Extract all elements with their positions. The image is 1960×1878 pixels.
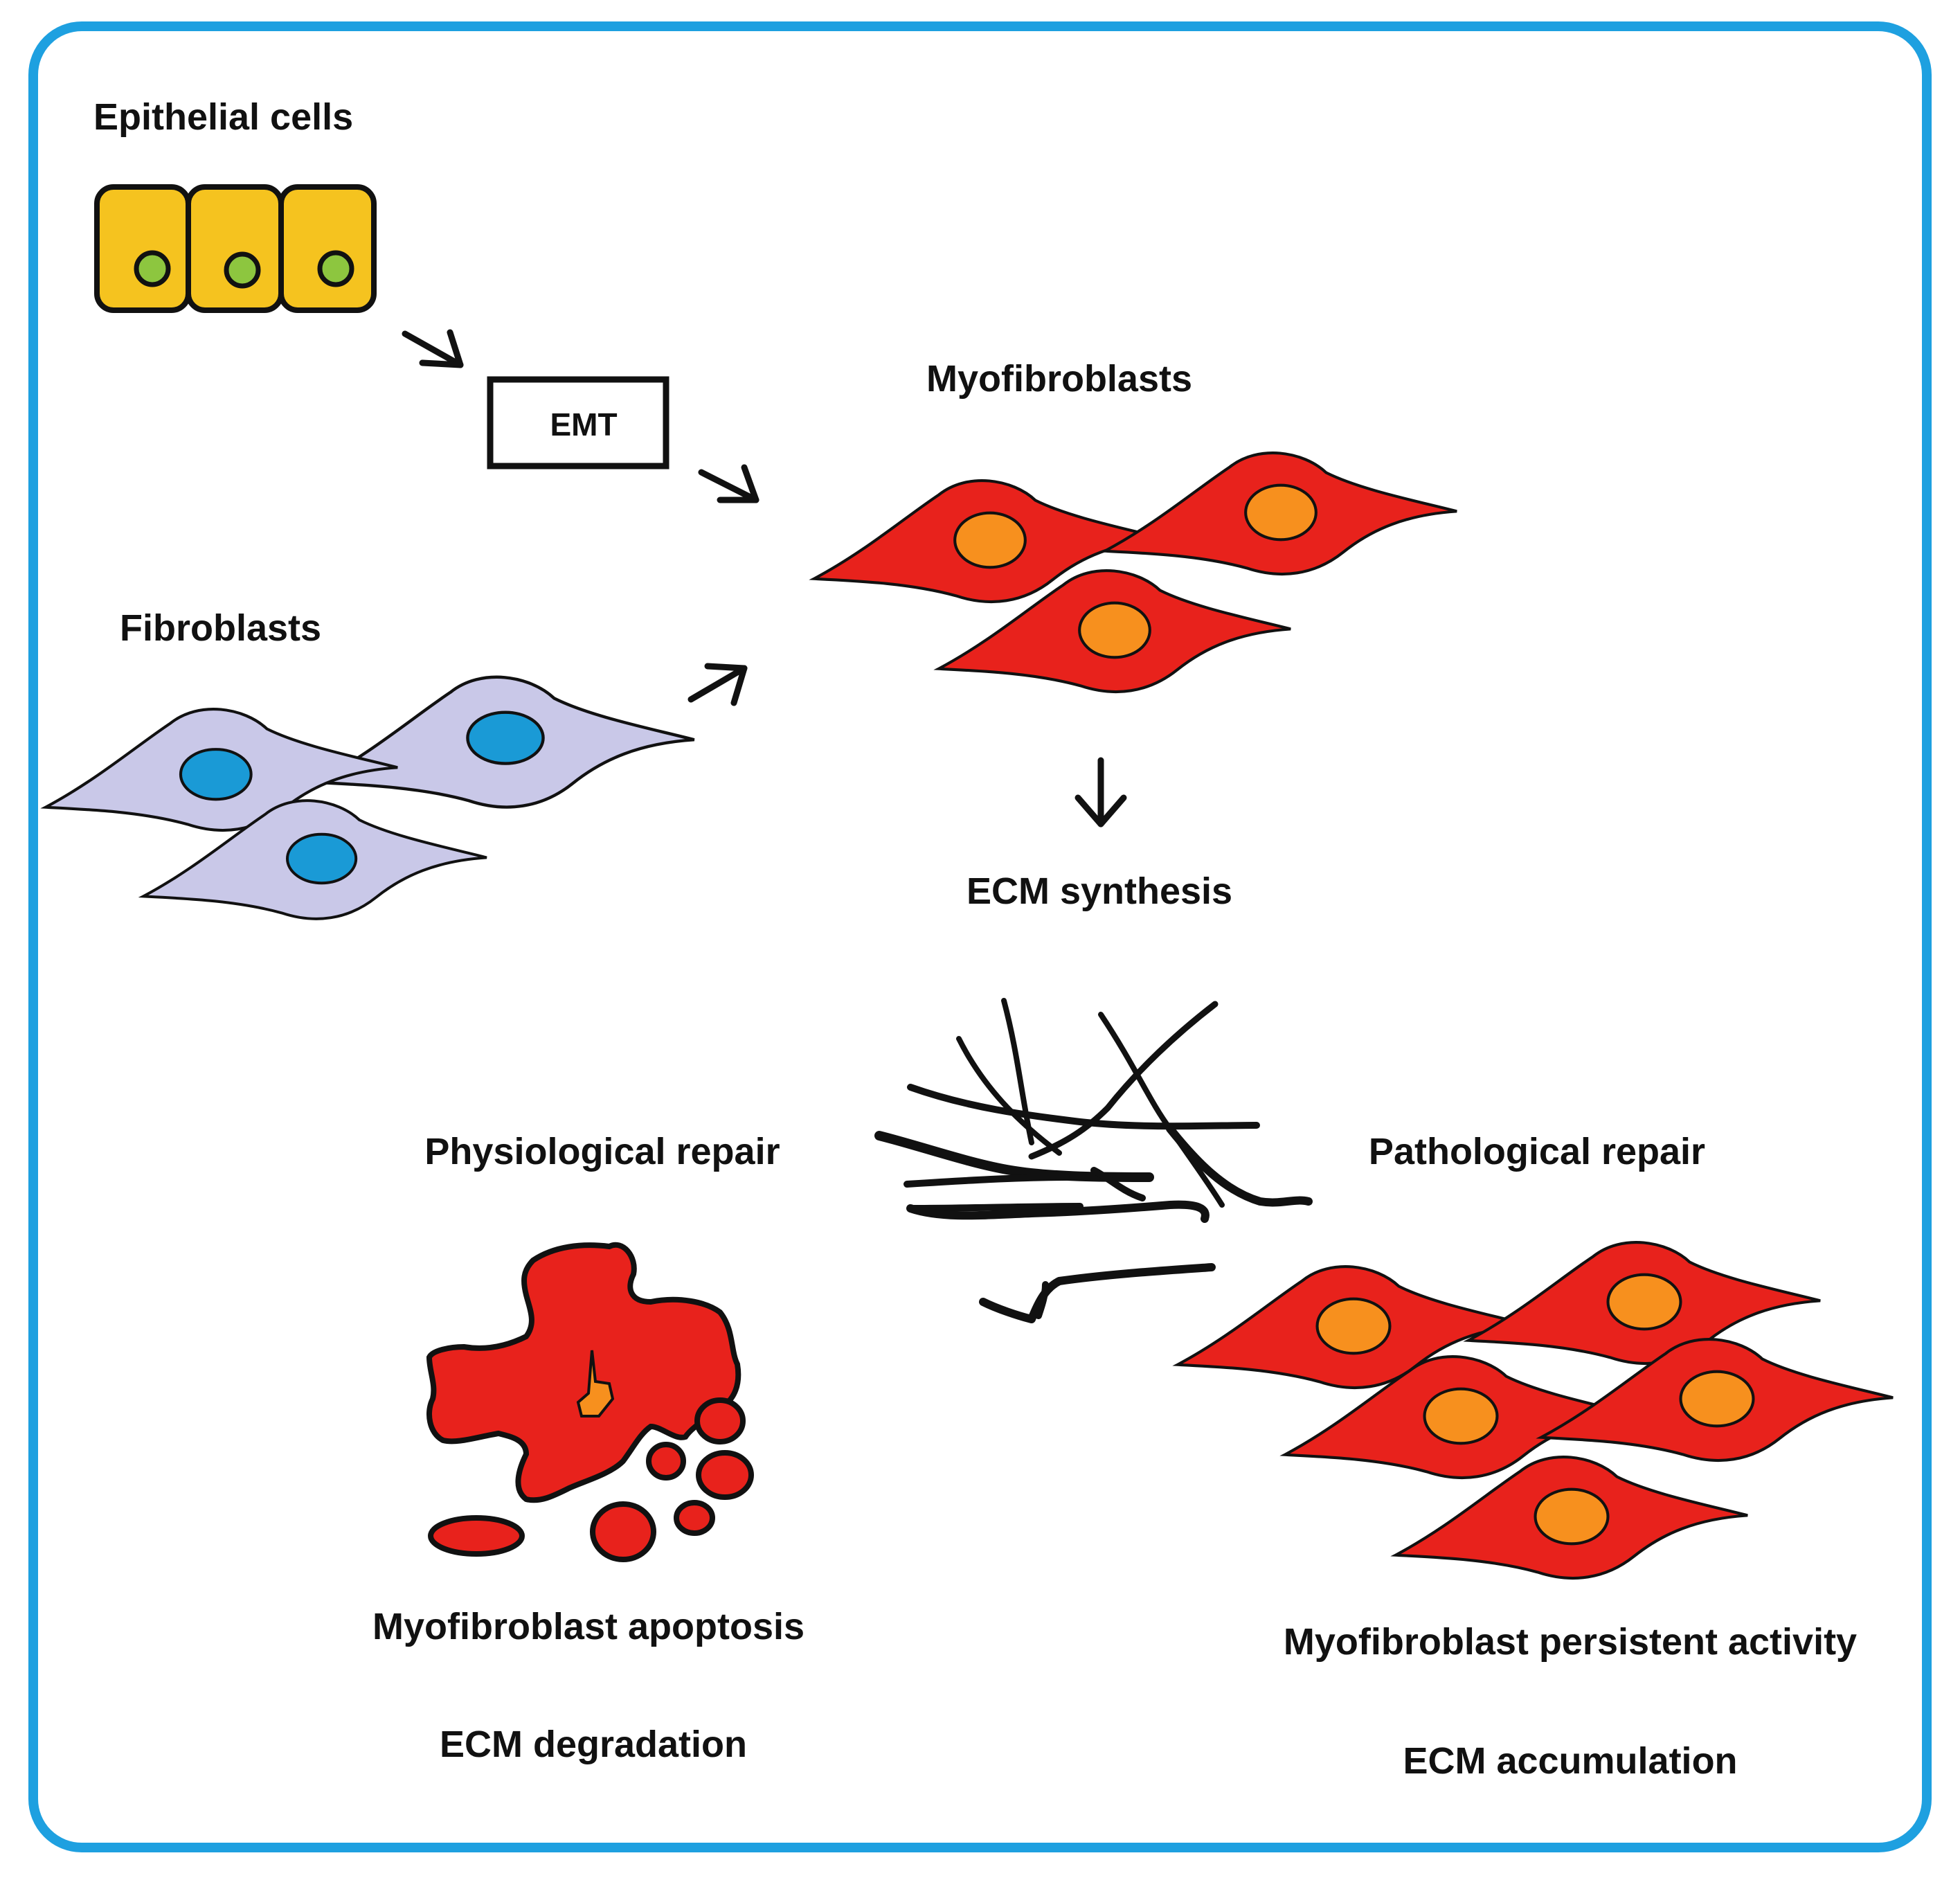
myofibroblast-cell <box>1105 453 1457 574</box>
apoptotic-myofibroblast <box>426 1242 754 1562</box>
myofibroblast-cell <box>1178 1267 1529 1388</box>
myofibroblast-cell <box>1285 1357 1637 1478</box>
myofibroblast-nucleus <box>1315 1297 1392 1355</box>
epithelial-cell <box>94 184 191 313</box>
fibroblast-cell <box>316 677 694 807</box>
epithelial-nucleus <box>224 251 261 289</box>
myofibroblast-nucleus <box>1078 601 1151 659</box>
myofibroblast-cell <box>814 481 1166 602</box>
label-ecm-degradation: ECM degradation <box>439 1724 748 1765</box>
myofibroblast-cell <box>1468 1242 1820 1363</box>
apoptotic-body <box>590 1501 656 1562</box>
myofibroblast-nucleus <box>953 511 1027 569</box>
epithelial-nucleus <box>134 250 171 287</box>
myofibroblast-nucleus <box>1679 1370 1755 1428</box>
epithelial-cell <box>278 184 377 313</box>
myofibroblasts-group <box>814 453 1457 692</box>
label-emt: EMT <box>550 406 618 442</box>
myofibroblast-cell <box>1541 1339 1893 1460</box>
apoptotic-body <box>428 1515 525 1557</box>
label-fibroblasts: Fibroblasts <box>120 607 322 649</box>
persistent-myofibroblasts-group <box>1178 1242 1893 1578</box>
epithelial-cell <box>186 184 284 313</box>
myofibroblast-nucleus <box>1423 1387 1499 1445</box>
apoptotic-body <box>696 1450 754 1500</box>
fibroblast-cell <box>46 709 397 830</box>
label-myofibroblast-persistent-activity: Myofibroblast persistent activity <box>1283 1621 1858 1663</box>
label-ecm-synthesis: ECM synthesis <box>966 870 1233 912</box>
emt-box <box>487 376 669 470</box>
fibroblast-cell <box>143 801 487 919</box>
epithelial-nucleus <box>317 250 354 287</box>
arrow-icon <box>1075 757 1127 828</box>
myofibroblast-cell <box>939 571 1291 692</box>
label-myofibroblast-apoptosis: Myofibroblast apoptosis <box>372 1606 805 1647</box>
fibroblast-nucleus <box>179 748 253 801</box>
epithelial-cells-group <box>94 184 377 313</box>
label-ecm-accumulation: ECM accumulation <box>1403 1740 1738 1782</box>
apoptotic-body <box>694 1397 746 1445</box>
myofibroblast-cell <box>1396 1457 1747 1578</box>
label-physiological-repair: Physiological repair <box>424 1131 780 1172</box>
arrow-icon <box>687 663 748 706</box>
apoptotic-cell-body <box>426 1242 741 1503</box>
myofibroblast-nucleus <box>1606 1273 1682 1331</box>
label-myofibroblasts: Myofibroblasts <box>926 358 1193 400</box>
label-epithelial-cells: Epithelial cells <box>93 96 354 138</box>
fibroblast-nucleus <box>466 710 545 765</box>
figure-frame <box>28 21 1932 1852</box>
apoptotic-nucleus-fragment <box>576 1350 615 1418</box>
apoptotic-body <box>674 1500 715 1536</box>
apoptotic-body <box>646 1442 686 1481</box>
fibroblasts-group <box>46 677 694 919</box>
fibroblast-nucleus <box>285 832 358 885</box>
myofibroblast-nucleus <box>1244 483 1318 542</box>
arrow-icon <box>402 329 464 368</box>
myofibroblast-nucleus <box>1534 1487 1610 1546</box>
ecm-fiber-network-icon <box>874 998 1313 1323</box>
arrow-icon <box>698 464 759 503</box>
label-pathological-repair: Pathological repair <box>1368 1131 1706 1172</box>
